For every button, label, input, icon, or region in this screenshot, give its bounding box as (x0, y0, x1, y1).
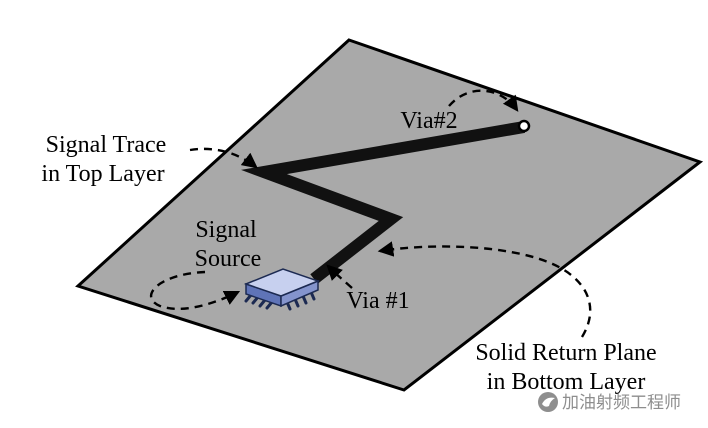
signal-trace-arrow (189, 147, 258, 169)
signal-source-arrow (149, 270, 241, 310)
via2-pad (517, 119, 531, 133)
return-plane-label-line1: Solid Return Plane (475, 340, 656, 366)
return-plane-label-line2: in Bottom Layer (487, 369, 646, 395)
signal-source-label-line2: Source (195, 246, 262, 272)
signal-source-label-line1: Signal (195, 217, 257, 243)
return-plane-arrow (377, 241, 592, 338)
watermark: 加油射频工程师 (538, 392, 681, 413)
signal-trace-label-line2: in Top Layer (41, 161, 164, 187)
watermark-text: 加油射频工程师 (562, 393, 681, 413)
via1-arrow (326, 264, 353, 289)
signal-source-chip (243, 268, 321, 311)
signal-trace-label-line1: Signal Trace (46, 132, 167, 158)
signal-trace (241, 121, 526, 284)
via2-label: Via#2 (400, 108, 457, 134)
watermark-wing-glyph (542, 397, 555, 407)
via1-label: Via #1 (346, 288, 409, 314)
via2-arrow (448, 89, 519, 112)
chip-top-face (243, 268, 321, 297)
